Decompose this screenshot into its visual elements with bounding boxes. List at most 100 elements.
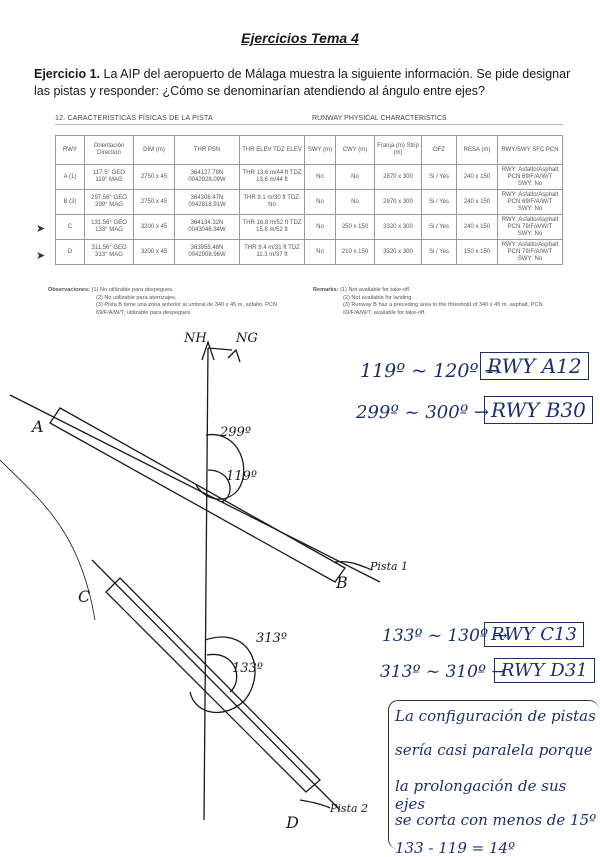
label-angle-299: 299º <box>219 425 251 440</box>
note-line: 133 - 119 = 14º <box>395 839 516 857</box>
col-rwy: RWY <box>55 135 85 165</box>
table-cell: RWY: Asfalto/Asphalt PCN 69/F/A/W/T SWY:… <box>497 189 563 215</box>
answer-d-range: 313º ~ 310º → <box>380 662 506 682</box>
label-pista1: Pista 1 <box>369 560 408 573</box>
table-cell: 3200 x 45 <box>133 239 175 265</box>
runway-1-axis <box>9 394 381 583</box>
table-cell: 240 x 150 <box>456 214 498 240</box>
observacion-item: (3) Pista B tiene una zona anterior al u… <box>96 302 277 316</box>
col-swy: SWY (m) <box>304 135 336 165</box>
table-cell: 363955.48N 0042908.96W <box>174 239 240 265</box>
table-cell: RWY: Asfalto/Asphalt PCN 79/F/A/W/T SWY:… <box>497 214 563 240</box>
table-cell: THR 16.8 m/52 ft TDZ 15.8 m/52 ft <box>239 214 305 240</box>
table-cell: 364134.32N 0043046.34W <box>174 214 240 240</box>
table-cell: 240 x 150 <box>456 189 498 215</box>
table-header-row: RWY Orientación Direction DIM (m) THR PS… <box>55 135 563 165</box>
table-cell: 131.56° GEO 133° MAG <box>84 214 134 240</box>
remark-item: (1) Not available for take-off. <box>340 287 411 293</box>
angle-arc-133 <box>206 653 238 693</box>
table-cell: No <box>304 214 336 240</box>
remark-item: (3) Runway B has a preceding area to the… <box>343 302 543 316</box>
section-heading-es: 12. CARACTERÍSTICAS FÍSICAS DE LA PISTA <box>55 115 213 122</box>
note-line: la prolongación de sus ejes <box>395 777 567 813</box>
table-cell: 2750 x 45 <box>133 189 175 215</box>
exercise-text: La AIP del aeropuerto de Málaga muestra … <box>34 67 571 98</box>
angle-arc-313 <box>189 636 256 714</box>
note-line: La configuración de pistas <box>395 707 596 725</box>
table-row: D 311.56° GEO 313° MAG 3200 x 45 363955.… <box>55 239 563 265</box>
col-pcn: RWY/SWY SFC PCN <box>497 135 563 165</box>
north-arrow-icon <box>201 339 215 361</box>
label-nh: NH <box>183 331 207 346</box>
table-cell: C <box>55 214 85 240</box>
table-cell: 311.56° GEO 313° MAG <box>84 239 134 265</box>
table-cell: Si / Yes <box>421 189 457 215</box>
answer-ab-range: 119º ~ 120º → <box>360 360 501 382</box>
table-cell: Si / Yes <box>421 214 457 240</box>
label-a: A <box>30 417 44 436</box>
table-row: C 131.56° GEO 133° MAG 3200 x 45 364134.… <box>55 214 563 240</box>
label-d: D <box>285 813 299 832</box>
pista2-pointer <box>299 799 331 809</box>
col-direction: Orientación Direction <box>84 135 134 165</box>
answer-b-name: RWY B30 <box>484 396 593 424</box>
col-resa: RESA (m) <box>456 135 498 165</box>
col-dim: DIM (m) <box>133 135 175 165</box>
observaciones-block: Observaciones: (1) No utilizable para de… <box>48 287 308 317</box>
row-arrow-marker: ➤ <box>36 223 46 235</box>
table-cell: 364308.47N 0042818.91W <box>174 189 240 215</box>
table-cell: 3320 x 300 <box>374 214 422 240</box>
label-ng: NG <box>235 331 258 346</box>
table-cell: No <box>304 239 336 265</box>
note-line: se corta con menos de 15º <box>395 811 597 829</box>
table-cell: B (3) <box>55 189 85 215</box>
table-cell: No <box>304 164 336 190</box>
table-row: A (1) 117.5° GEO 119° MAG 2750 x 45 3641… <box>55 164 563 190</box>
table-cell: D <box>55 239 85 265</box>
table-cell: 2870 x 300 <box>374 164 422 190</box>
col-thr-elev: THR ELEV TDZ ELEV <box>239 135 305 165</box>
section-heading-en: RUNWAY PHYSICAL CHARACTERISTICS <box>312 115 447 122</box>
label-angle-133: 133º <box>232 661 263 676</box>
exercise-label: Ejercicio 1. <box>34 67 101 81</box>
magnetic-north-line <box>207 347 233 351</box>
col-cwy: CWY (m) <box>335 135 375 165</box>
table-cell: 2870 x 300 <box>374 189 422 215</box>
table-cell: 3200 x 45 <box>133 214 175 240</box>
table-cell: 2750 x 45 <box>133 164 175 190</box>
table-cell: Si / Yes <box>421 239 457 265</box>
table-cell: 117.5° GEO 119° MAG <box>84 164 134 190</box>
section-divider <box>55 124 563 125</box>
table-cell: RWY: Asfalto/Asphalt PCN 79/F/A/W/T SWY:… <box>497 239 563 265</box>
table-cell: RWY: Asfalto/Asphalt PCN 69/F/A/W/T SWY:… <box>497 164 563 190</box>
label-angle-313: 313º <box>256 631 287 646</box>
observaciones-label: Observaciones: <box>48 287 90 293</box>
exercise-statement: Ejercicio 1. La AIP del aeropuerto de Má… <box>34 66 579 100</box>
table-cell: No <box>335 164 375 190</box>
col-strip: Franja (m) Strip (m) <box>374 135 422 165</box>
col-thr-psn: THR PSN <box>174 135 240 165</box>
table-cell: 297.56° GEO 299° MAG <box>84 189 134 215</box>
col-ofz: OFZ <box>421 135 457 165</box>
north-line <box>203 347 209 821</box>
table-cell: Si / Yes <box>421 164 457 190</box>
remark-item: (2) Not available for landing. <box>343 294 413 301</box>
angle-arc-299 <box>195 434 245 500</box>
ng-arrow-icon <box>227 348 241 363</box>
table-cell: A (1) <box>55 164 85 190</box>
runway-2-axis <box>91 559 341 811</box>
note-line: sería casi paralela porque <box>395 741 593 759</box>
table-cell: 3320 x 300 <box>374 239 422 265</box>
table-cell: 250 x 150 <box>335 214 375 240</box>
remarks-label: Remarks: <box>313 287 339 293</box>
runway-characteristics-table: RWY Orientación Direction DIM (m) THR PS… <box>55 135 563 265</box>
answer-c-range: 133º ~ 130º → <box>382 626 508 646</box>
runway-sketch: NH NG A B C D 299º 119º 313º 133º Pista … <box>0 331 408 832</box>
table-cell: No <box>335 189 375 215</box>
page-title: Ejercicios Tema 4 <box>241 30 359 46</box>
handwritten-note: La configuración de pistas sería casi pa… <box>388 700 599 857</box>
table-cell: 240 x 150 <box>456 164 498 190</box>
table-cell: THR 9.1 m/30 ft TDZ: No <box>239 189 305 215</box>
table-cell: 210 x 150 <box>335 239 375 265</box>
observacion-item: (2) No utilizable para aterrizajes. <box>96 294 177 301</box>
